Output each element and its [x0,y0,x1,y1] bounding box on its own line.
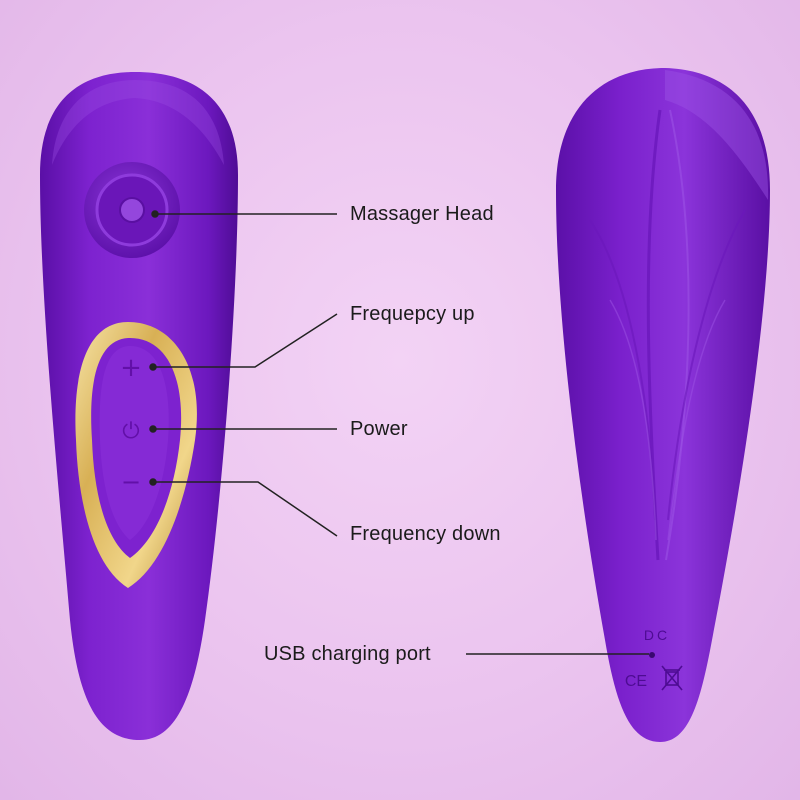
label-frequency-up: Frequepcy up [350,303,475,325]
weee-bin-icon [661,665,683,691]
back-device: DC CE [556,68,770,742]
dc-marking: DC [644,627,670,643]
plus-icon[interactable]: + [120,353,142,383]
label-massager-head: Massager Head [350,203,494,225]
ce-marking: CE [625,673,647,690]
label-power: Power [350,418,408,440]
label-frequency-down: Frequency down [350,523,501,545]
power-icon[interactable]: ⏻ [122,419,139,444]
massager-head [84,162,180,258]
front-device: + ⏻ − [40,72,238,740]
minus-icon[interactable]: − [121,468,141,496]
back-body [556,68,770,742]
label-usb-charging-port: USB charging port [264,643,431,665]
control-panel: + ⏻ − [75,322,197,588]
usb-port [649,652,655,658]
leader-lines [149,210,649,655]
